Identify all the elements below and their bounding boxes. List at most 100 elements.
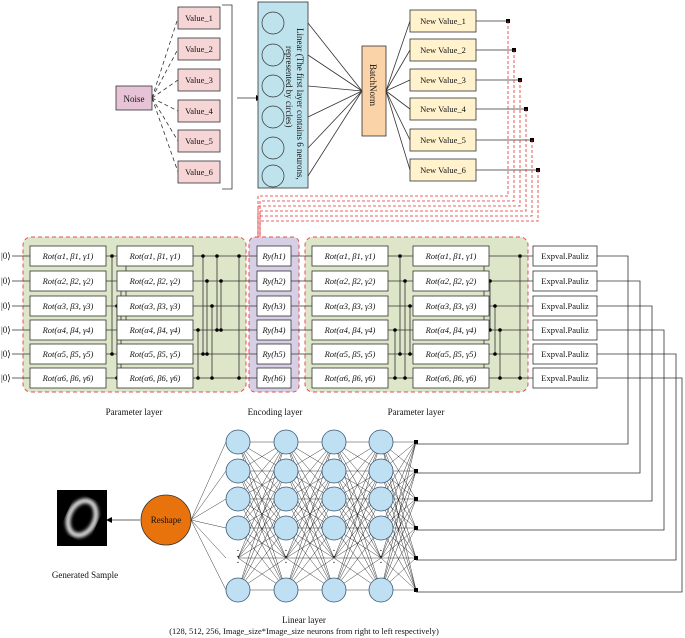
nn-edge [380, 470, 417, 559]
noise-fan-line [151, 79, 179, 99]
expval-label: Expval.Pauliz [541, 251, 589, 261]
linear-layer-network: ············ Reshape Generated Sample Li… [52, 255, 683, 636]
fan-line [307, 54, 363, 92]
control-dot [196, 328, 200, 332]
rot-gate-label: Rot(α5, β5, γ5) [324, 349, 376, 359]
linear-layer-label: Linear layer [282, 615, 326, 625]
parameter-layer-label-right: Parameter layer [388, 407, 445, 417]
ry-gate-label: Ry(h1) [262, 251, 286, 261]
rot-gate-label: Rot(α1, β1, γ1) [425, 251, 477, 261]
reshape-arrow-head [106, 517, 112, 523]
qubit-label: |0⟩ [1, 301, 11, 311]
encoding-layer-label: Encoding layer [248, 407, 303, 417]
control-dot [408, 304, 412, 308]
linear-neuron [261, 11, 285, 35]
rot-gate-label: Rot(α3, β3, γ3) [129, 301, 181, 311]
control-dot [219, 279, 223, 283]
ry-gate [256, 367, 292, 389]
rot-gate [29, 245, 107, 267]
rot-gate-label: Rot(α5, β5, γ5) [129, 349, 181, 359]
expval-boxes: Expval.PaulizExpval.PaulizExpval.PaulizE… [532, 245, 598, 389]
nn-input-dot [414, 469, 418, 473]
nn-neuron [321, 429, 347, 455]
nn-neuron [368, 458, 394, 484]
fan-line [307, 90, 363, 118]
rot-gate [311, 343, 389, 365]
rot-gate [29, 270, 107, 292]
rot-gate [116, 245, 194, 267]
feedback-line [416, 377, 683, 593]
nn-edge [333, 441, 382, 529]
control-dot [201, 254, 205, 258]
rot-gate [116, 270, 194, 292]
expval-feedback-lines [416, 255, 683, 593]
rot-gate [311, 295, 389, 317]
nn-edge [285, 498, 335, 591]
control-dot [398, 254, 402, 258]
new-value-label: New Value_1 [420, 16, 466, 26]
fan-line [307, 90, 363, 177]
control-dot [398, 352, 402, 356]
control-dot [201, 352, 205, 356]
nn-edge [285, 470, 335, 559]
rot-gate [116, 343, 194, 365]
fan-line [307, 85, 363, 92]
noise-fan-line [151, 97, 179, 142]
rot-gate-label: Rot(α5, β5, γ5) [425, 349, 477, 359]
control-dot [498, 376, 502, 380]
expval-label: Expval.Pauliz [541, 325, 589, 335]
nn-neuron [368, 577, 394, 603]
rot-gate-label: Rot(α2, β2, γ2) [324, 276, 376, 286]
rot-gate [311, 319, 389, 341]
rot-gate-label: Rot(α5, β5, γ5) [42, 349, 94, 359]
new-value-label: New Value_3 [420, 75, 466, 85]
rot-gate [29, 343, 107, 365]
control-dot [403, 279, 407, 283]
control-dot [493, 304, 497, 308]
ellipsis-dot: · [332, 557, 336, 569]
noise-fan-lines [151, 17, 179, 173]
rot-gate [412, 343, 490, 365]
expval-label: Expval.Pauliz [541, 373, 589, 383]
rot-gate [412, 319, 490, 341]
rot-gate-label: Rot(α6, β6, γ6) [324, 373, 376, 383]
ellipsis-dot: · [284, 545, 288, 557]
qubit-label: |0⟩ [1, 349, 11, 359]
nn-edge [237, 441, 287, 559]
nn-neuron [225, 486, 251, 512]
control-dot [393, 328, 397, 332]
ry-gate [256, 245, 292, 267]
ellipsis-dot: · [284, 557, 288, 569]
nn-neuron [321, 515, 347, 541]
rot-gate-label: Rot(α3, β3, γ3) [425, 301, 477, 311]
rot-gate [116, 295, 194, 317]
nn-neuron [321, 458, 347, 484]
linear-label-2: represented by circles) [284, 46, 294, 127]
nn-edge [333, 498, 382, 591]
rot-gate-label: Rot(α3, β3, γ3) [42, 301, 94, 311]
noise-box [115, 85, 153, 111]
ry-gate [256, 343, 292, 365]
nn-edge [380, 441, 417, 591]
linear-to-batchnorm-lines [307, 22, 363, 177]
control-dot [110, 352, 114, 356]
control-dot [215, 254, 219, 258]
new-value-label: New Value_5 [420, 135, 466, 145]
nn-neuron [225, 577, 251, 603]
control-dot [196, 376, 200, 380]
control-dot [210, 304, 214, 308]
ellipsis-dot: · [379, 545, 383, 557]
control-dot [408, 352, 412, 356]
noise-label: Noise [124, 94, 145, 104]
ellipsis-dot: · [236, 557, 240, 569]
control-dot [237, 376, 241, 380]
qubit-label: |0⟩ [1, 276, 11, 286]
feedback-line [416, 255, 629, 445]
nn-neuron [225, 429, 251, 455]
fan-line [385, 20, 411, 92]
nn-input-dot [414, 588, 418, 592]
value-bracket [222, 4, 233, 190]
expval-label: Expval.Pauliz [541, 301, 589, 311]
